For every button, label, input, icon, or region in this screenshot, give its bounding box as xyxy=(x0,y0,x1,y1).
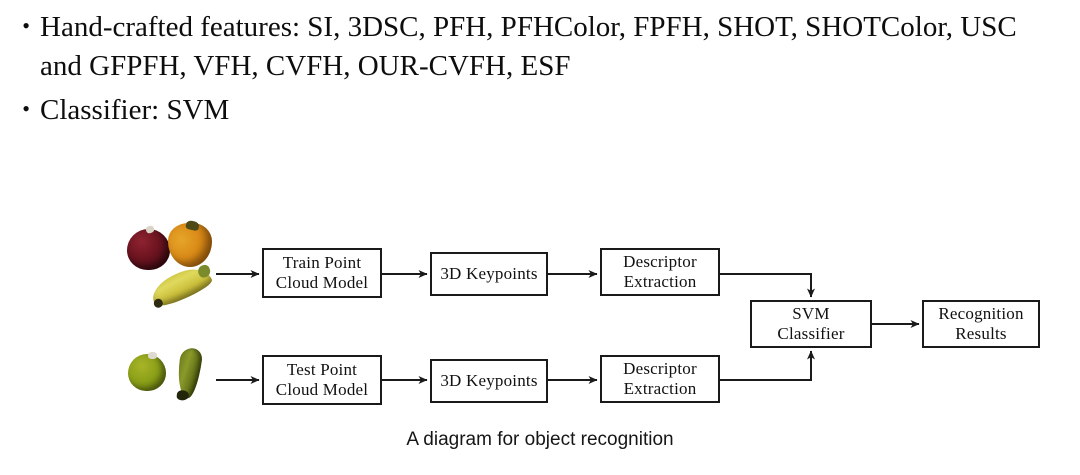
pepper-stem-icon xyxy=(184,219,200,232)
node-3d-keypoints-train: 3D Keypoints xyxy=(430,252,548,296)
node-label-line2: Extraction xyxy=(623,379,697,398)
node-label-line1: Descriptor xyxy=(623,358,697,378)
node-test-point-cloud-model: Test Point Cloud Model xyxy=(262,355,382,405)
node-label-line2: Classifier xyxy=(777,324,845,343)
green-apple-stem-icon xyxy=(147,352,157,359)
cucumber-tip-icon xyxy=(176,389,190,402)
node-label-line2: Cloud Model xyxy=(275,273,369,292)
node-label-line1: Train Point xyxy=(282,252,362,272)
object-recognition-diagram: Train Point Cloud Model 3D Keypoints Des… xyxy=(0,196,1080,475)
node-descriptor-extraction-train: Descriptor Extraction xyxy=(600,248,720,296)
list-item: • Classifier: SVM xyxy=(0,91,1060,130)
orange-bell-pepper-thumbnail xyxy=(168,219,212,267)
arrow-train-descriptor-to-svm xyxy=(720,273,815,298)
node-label-line2: Cloud Model xyxy=(275,380,369,399)
node-svm-classifier: SVM Classifier xyxy=(750,300,872,348)
node-label-line2: Extraction xyxy=(623,272,697,291)
yellow-banana-thumbnail xyxy=(147,262,215,310)
node-3d-keypoints-test: 3D Keypoints xyxy=(430,359,548,403)
diagram-connectors xyxy=(216,270,920,384)
red-apple-thumbnail xyxy=(127,224,170,270)
bullet-marker: • xyxy=(22,96,30,122)
node-train-point-cloud-model: Train Point Cloud Model xyxy=(262,248,382,298)
list-item: • Hand-crafted features: SI, 3DSC, PFH, … xyxy=(0,8,1060,85)
figure-caption: A diagram for object recognition xyxy=(406,429,674,450)
apple-stem-icon xyxy=(145,224,155,235)
node-label-line1: Test Point xyxy=(286,359,358,379)
node-descriptor-extraction-test: Descriptor Extraction xyxy=(600,355,720,403)
node-label-line2: Results xyxy=(955,324,1007,343)
node-label-line1: 3D Keypoints xyxy=(440,263,538,283)
banana-tip-icon xyxy=(196,263,212,280)
node-recognition-results: Recognition Results xyxy=(922,300,1040,348)
node-label-line1: 3D Keypoints xyxy=(440,370,538,390)
node-label-line1: Descriptor xyxy=(623,251,697,271)
green-apple-thumbnail xyxy=(128,352,166,391)
object-thumbnails xyxy=(0,196,260,416)
bullet-text-features: Hand-crafted features: SI, 3DSC, PFH, PF… xyxy=(40,11,1017,82)
bullet-marker: • xyxy=(22,13,30,38)
node-label-line1: Recognition xyxy=(938,303,1024,323)
bullet-list: • Hand-crafted features: SI, 3DSC, PFH, … xyxy=(0,8,1060,136)
banana-end-icon xyxy=(152,297,165,310)
node-label-line1: SVM xyxy=(792,303,830,323)
arrow-test-descriptor-to-svm xyxy=(720,350,815,381)
bullet-text-classifier: Classifier: SVM xyxy=(40,94,230,127)
green-cucumber-thumbnail xyxy=(174,346,204,402)
